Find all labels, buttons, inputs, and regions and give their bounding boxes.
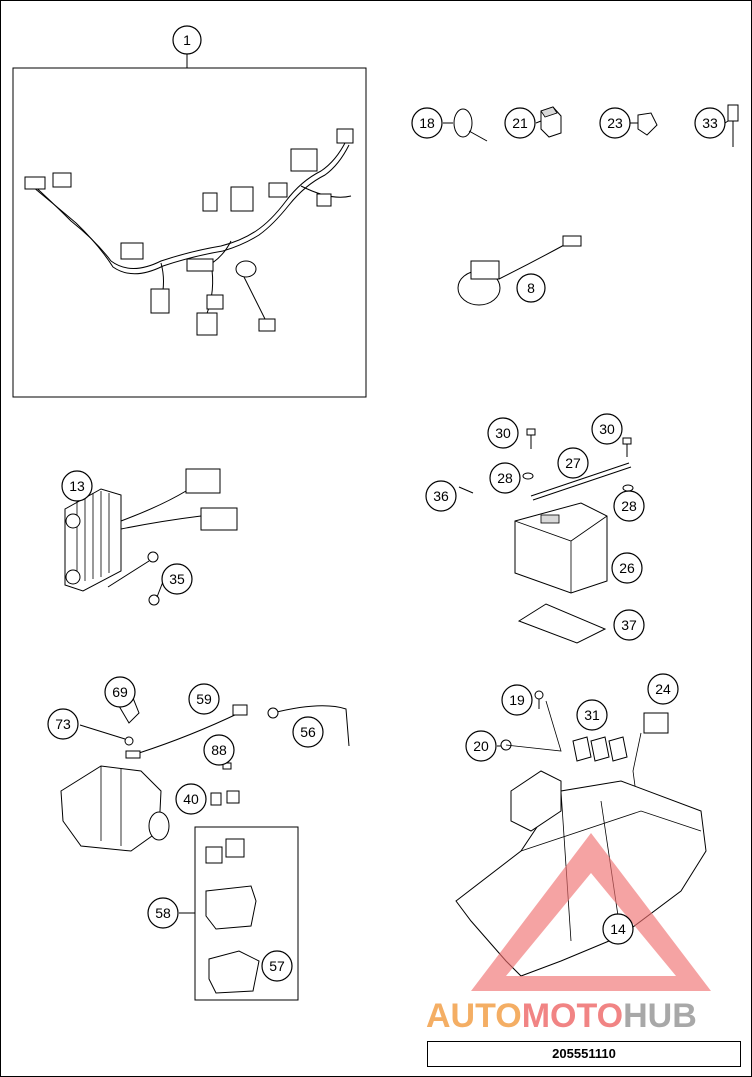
callout-35: 35 [161,563,193,595]
svg-text:28: 28 [621,498,637,514]
svg-text:21: 21 [512,115,528,131]
callout-28a: 28 [489,462,521,494]
watermark-logo: AUTOMOTOHUB [426,833,711,1035]
svg-text:36: 36 [433,488,449,504]
svg-text:30: 30 [599,421,615,437]
callout-1: 1 [172,25,202,55]
svg-text:57: 57 [269,958,285,974]
svg-text:40: 40 [183,791,199,807]
watermark-auto: AUTO [426,997,522,1035]
callout-69: 69 [104,676,136,708]
callout-24: 24 [647,673,679,705]
callout-59: 59 [188,683,220,715]
callout-21: 21 [504,107,536,139]
svg-text:18: 18 [419,115,435,131]
pin-connector [727,104,739,147]
callout-27: 27 [557,447,589,479]
callout-73: 73 [47,708,79,740]
callout-30b: 30 [591,413,623,445]
svg-text:28: 28 [497,470,513,486]
svg-text:37: 37 [621,617,637,633]
svg-text:13: 13 [69,478,85,494]
wiring-harness-group [12,54,367,398]
callout-18: 18 [411,107,443,139]
svg-text:58: 58 [155,905,171,921]
cable-tie [453,108,488,142]
svg-text:73: 73 [55,716,71,732]
callout-57: 57 [261,950,293,982]
svg-text:14: 14 [610,921,626,937]
callout-40: 40 [175,783,207,815]
starter-motor [60,765,170,852]
callout-8: 8 [516,273,546,303]
svg-text:8: 8 [527,280,535,296]
clip [637,112,658,136]
fuse-holder [540,106,562,138]
svg-text:31: 31 [584,707,600,723]
battery-pad [517,603,607,644]
holder-clips [572,736,628,762]
svg-text:23: 23 [607,115,623,131]
nut [124,736,134,746]
svg-text:26: 26 [619,560,635,576]
battery-screws [458,428,634,494]
callout-26: 26 [611,552,643,584]
sensor-assembly [457,235,582,306]
svg-text:19: 19 [509,692,525,708]
svg-text:27: 27 [565,455,581,471]
relay-group [179,826,299,1001]
callout-58: 58 [147,897,179,929]
callout-23: 23 [599,107,631,139]
svg-text:69: 69 [112,684,128,700]
callout-28b: 28 [613,490,645,522]
callout-33: 33 [694,107,726,139]
leader-lines [79,120,729,747]
callout-36: 36 [425,480,457,512]
callout-19: 19 [501,684,533,716]
screw-bolt [534,690,544,709]
starter-cable [125,704,248,759]
callout-31: 31 [576,699,608,731]
regulator-bolts [147,551,160,606]
battery [514,502,608,594]
ground-cable [267,705,350,747]
fuses [210,790,240,806]
wiring-harness [24,128,354,336]
svg-text:33: 33 [702,115,718,131]
svg-text:59: 59 [196,691,212,707]
callout-88: 88 [203,734,235,766]
svg-text:1: 1 [183,32,191,48]
svg-text:35: 35 [169,571,185,587]
voltage-regulator [64,468,238,592]
harness-frame [12,67,367,398]
callout-14: 14 [602,913,634,945]
svg-text:88: 88 [211,742,227,758]
drawing-number: 205551110 [427,1041,741,1067]
svg-text:24: 24 [655,681,671,697]
svg-text:20: 20 [473,738,489,754]
svg-text:56: 56 [300,724,316,740]
callout-30a: 30 [487,417,519,449]
watermark-triangle [471,833,711,991]
watermark-moto: MOTO [522,997,623,1035]
callout-56: 56 [292,716,324,748]
battery-cable [530,462,632,501]
callout-37: 37 [613,609,645,641]
callout-20: 20 [465,730,497,762]
callout-13: 13 [61,470,93,502]
watermark-hub: HUB [623,997,697,1035]
relay-bracket [632,712,669,802]
svg-text:30: 30 [495,425,511,441]
svg-text:AUTOMOTOHUB: AUTOMOTOHUB [426,997,697,1035]
